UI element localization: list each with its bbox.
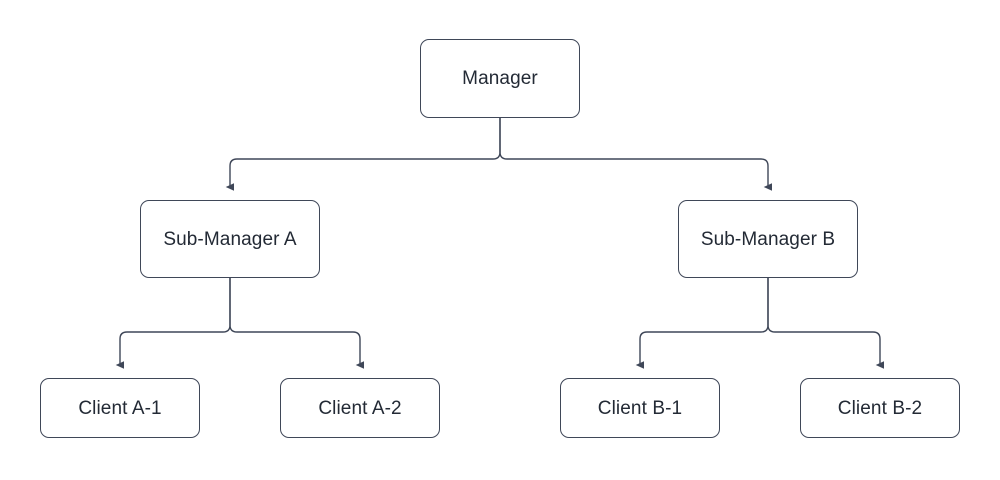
node-client-a-1[interactable]: Client A-1 xyxy=(40,378,200,438)
node-sub-manager-a[interactable]: Sub-Manager A xyxy=(140,200,320,278)
edge-sub-manager-a-to-client-a-2 xyxy=(229,278,365,369)
node-client-b-2-label: Client B-2 xyxy=(837,397,923,419)
node-client-b-2[interactable]: Client B-2 xyxy=(800,378,960,438)
node-client-a-2[interactable]: Client A-2 xyxy=(280,378,440,438)
node-client-a-1-label: Client A-1 xyxy=(78,397,162,419)
node-client-b-1[interactable]: Client B-1 xyxy=(560,378,720,438)
node-sub-manager-b[interactable]: Sub-Manager B xyxy=(678,200,858,278)
edge-sub-manager-b-to-client-b-1 xyxy=(635,278,769,369)
edge-sub-manager-b-to-client-b-2 xyxy=(767,278,885,369)
node-client-a-2-label: Client A-2 xyxy=(318,397,402,419)
node-client-b-1-label: Client B-1 xyxy=(597,397,683,419)
node-sub-manager-b-label: Sub-Manager B xyxy=(700,228,836,250)
edge-manager-to-sub-manager-a xyxy=(225,118,501,191)
node-manager-label: Manager xyxy=(462,68,538,89)
edge-manager-to-sub-manager-b xyxy=(499,118,773,191)
node-sub-manager-a-label: Sub-Manager A xyxy=(163,228,297,250)
node-manager[interactable]: Manager xyxy=(420,39,580,118)
edge-sub-manager-a-to-client-a-1 xyxy=(115,278,231,369)
